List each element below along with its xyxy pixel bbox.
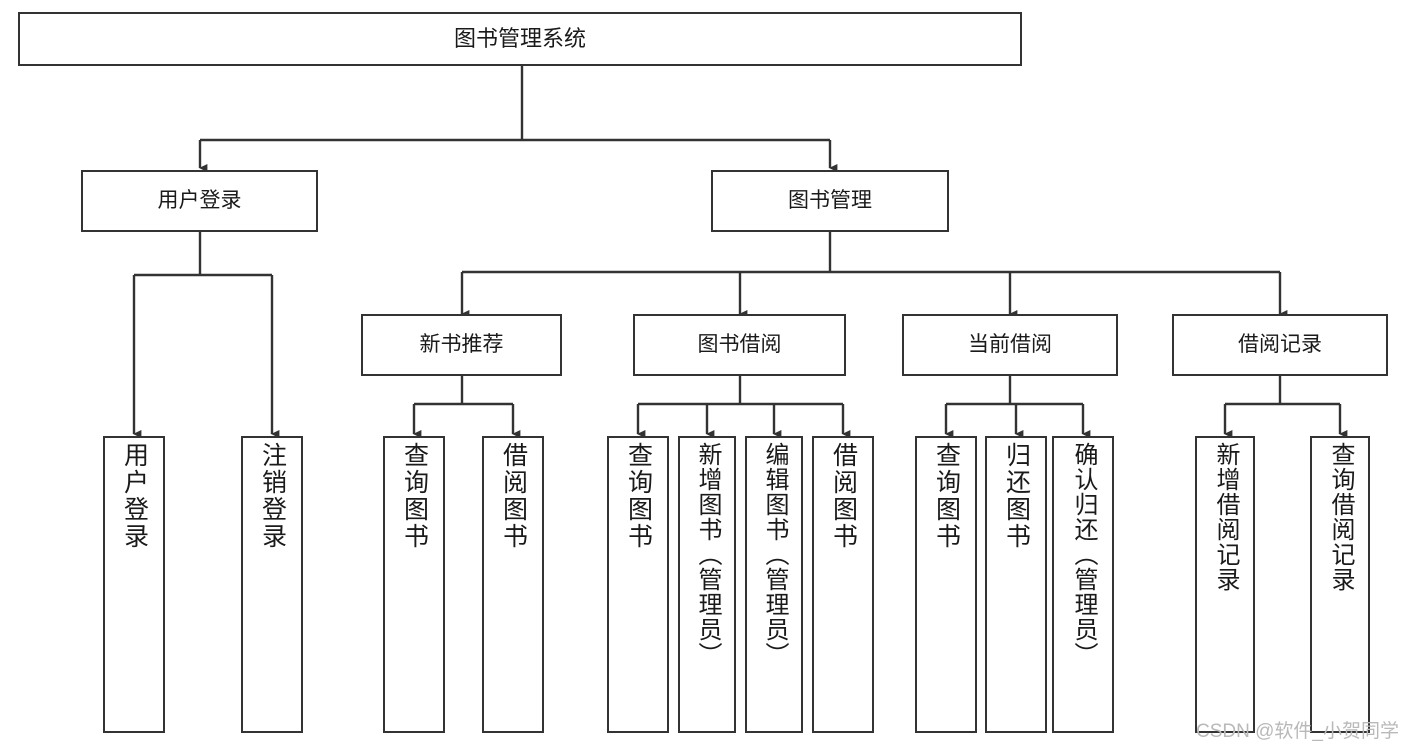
leaf-label: 用户登录 [120, 442, 149, 550]
leaf-borrow-books-recommend[interactable]: 借阅图书 [482, 436, 544, 733]
node-new-book-recommendation[interactable]: 新书推荐 [361, 314, 562, 376]
node-label: 借阅记录 [1238, 332, 1322, 356]
leaf-label: 编辑图书（管理员） [761, 442, 788, 667]
node-root-book-management-system[interactable]: 图书管理系统 [18, 12, 1022, 66]
node-label: 用户登录 [157, 188, 242, 212]
leaf-query-borrow-record[interactable]: 查询借阅记录 [1310, 436, 1370, 733]
node-borrowing-records[interactable]: 借阅记录 [1172, 314, 1388, 376]
node-label: 图书管理 [788, 188, 872, 212]
leaf-label: 注销登录 [258, 442, 287, 550]
node-label: 新书推荐 [419, 332, 504, 356]
leaf-query-books-recommend[interactable]: 查询图书 [383, 436, 445, 733]
leaf-edit-book-admin[interactable]: 编辑图书（管理员） [745, 436, 803, 733]
leaf-query-books-current[interactable]: 查询图书 [915, 436, 977, 733]
leaf-label: 查询图书 [624, 442, 653, 550]
leaf-add-book-admin[interactable]: 新增图书（管理员） [678, 436, 736, 733]
leaf-label: 归还图书 [1002, 442, 1031, 550]
leaf-label: 查询图书 [400, 442, 429, 550]
node-book-borrowing[interactable]: 图书借阅 [633, 314, 846, 376]
leaf-label: 新增借阅记录 [1212, 442, 1239, 592]
leaf-label: 借阅图书 [499, 442, 528, 550]
leaf-query-books-borrow[interactable]: 查询图书 [607, 436, 669, 733]
leaf-return-books[interactable]: 归还图书 [985, 436, 1047, 733]
leaf-label: 新增图书（管理员） [694, 442, 721, 667]
leaf-label: 查询图书 [932, 442, 961, 550]
leaf-add-borrow-record[interactable]: 新增借阅记录 [1195, 436, 1255, 733]
leaf-label: 借阅图书 [829, 442, 858, 550]
leaf-label: 查询借阅记录 [1327, 442, 1354, 592]
leaf-confirm-return-admin[interactable]: 确认归还（管理员） [1052, 436, 1114, 733]
leaf-label: 确认归还（管理员） [1070, 442, 1097, 667]
node-label: 图书管理系统 [453, 26, 586, 52]
node-user-login[interactable]: 用户登录 [81, 170, 318, 232]
leaf-user-login[interactable]: 用户登录 [103, 436, 165, 733]
leaf-borrow-books[interactable]: 借阅图书 [812, 436, 874, 733]
node-book-management[interactable]: 图书管理 [711, 170, 949, 232]
leaf-logout-login[interactable]: 注销登录 [241, 436, 303, 733]
node-current-borrowing[interactable]: 当前借阅 [902, 314, 1118, 376]
node-label: 图书借阅 [697, 332, 782, 356]
node-label: 当前借阅 [968, 332, 1052, 356]
